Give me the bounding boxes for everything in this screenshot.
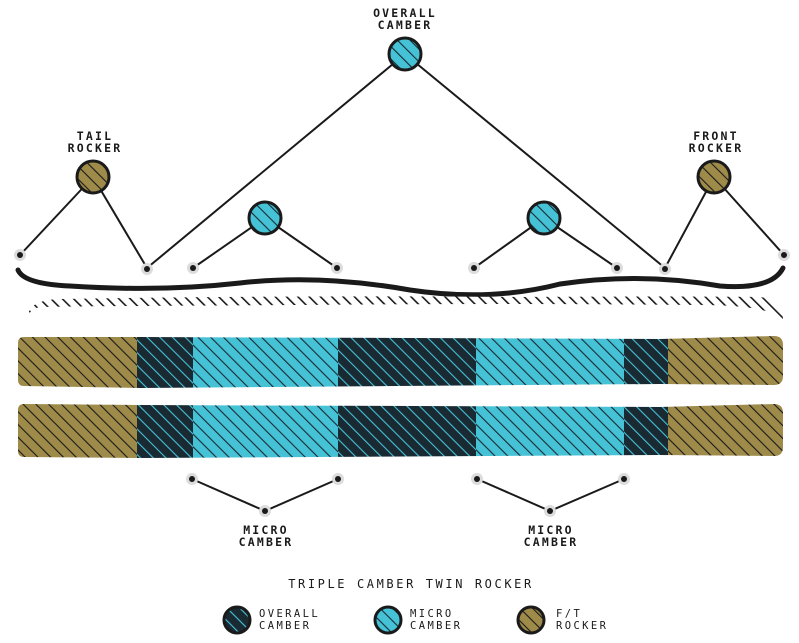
micro-camber-label-right-line1: MICRO <box>528 523 574 537</box>
legend-micro-camber-line2: CAMBER <box>410 620 462 632</box>
front-rocker-label-line2: ROCKER <box>689 141 744 155</box>
micro-camber-connectors <box>191 478 625 512</box>
overall-camber-node <box>387 36 423 72</box>
overall-camber-label-line1: OVERALL <box>373 6 437 20</box>
tail-rocker-node <box>75 159 111 195</box>
legend-overall-camber-line1: OVERALL <box>259 608 320 620</box>
legend-ft-rocker-line1: F/T <box>556 608 582 620</box>
legend-ft-rocker-line2: ROCKER <box>556 620 608 632</box>
overall-camber-label-line2: CAMBER <box>378 18 433 32</box>
micro-camber-node-right <box>526 200 562 236</box>
ski-profile-line <box>15 265 786 298</box>
micro-camber-node-left <box>247 200 283 236</box>
tail-rocker-label-line2: ROCKER <box>68 141 123 155</box>
front-rocker-label-line1: FRONT <box>693 129 739 143</box>
micro-camber-label-left-line1: MICRO <box>243 523 289 537</box>
micro-camber-label-right-line2: CAMBER <box>524 535 579 549</box>
micro-camber-label-left-line2: CAMBER <box>239 535 294 549</box>
legend-micro-camber-line1: MICRO <box>410 608 454 620</box>
connector-lines <box>19 53 785 269</box>
ski-top-view-1 <box>18 336 783 388</box>
micro-camber-dots <box>186 473 630 517</box>
legend-overall-camber-swatch <box>222 605 252 635</box>
legend: OVERALL CAMBER MICRO CAMBER F/T ROCKER <box>222 605 608 635</box>
diagram-title: TRIPLE CAMBER TWIN ROCKER <box>288 577 534 591</box>
front-rocker-node <box>696 159 732 195</box>
tail-rocker-label-line1: TAIL <box>77 129 114 143</box>
legend-micro-camber-swatch <box>373 605 403 635</box>
ski-base-shadow <box>28 296 783 320</box>
legend-overall-camber-line2: CAMBER <box>259 620 311 632</box>
profile-dots <box>14 249 790 275</box>
ski-top-view-2 <box>18 404 783 458</box>
legend-ft-rocker-swatch <box>516 605 546 635</box>
